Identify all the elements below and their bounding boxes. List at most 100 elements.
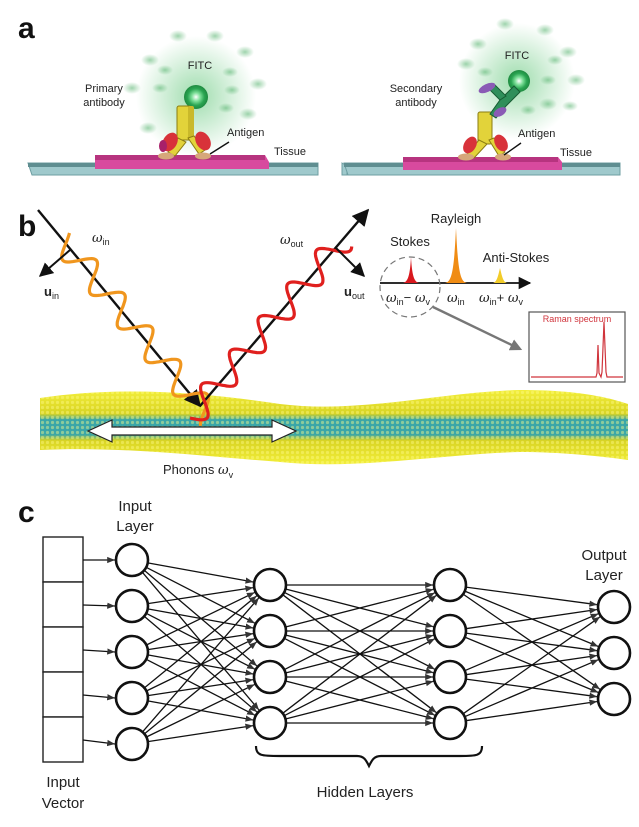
input-arrow — [82, 694, 116, 701]
antibody-y-left — [159, 105, 211, 157]
output-node — [596, 589, 632, 625]
hidden-layers-label: Hidden Layers — [317, 784, 414, 801]
hidden-node-1 — [252, 613, 288, 649]
fitc-label-right: FITC — [505, 50, 529, 62]
panel-b: b Phonons ωv ωin uin ωout uout — [18, 208, 628, 480]
input-vector-cell — [42, 581, 84, 628]
stokes-label: Stokes — [390, 234, 430, 249]
raman-spectrum-line — [531, 321, 623, 379]
input-arrow — [82, 648, 116, 655]
input-arrow — [82, 739, 116, 747]
connection-edge — [285, 588, 434, 628]
primary-antibody-label-2: antibody — [83, 97, 125, 109]
connection-edge — [146, 683, 255, 738]
input-vector-cell — [42, 716, 84, 763]
connection-edge — [146, 591, 255, 646]
rayleigh-label: Rayleigh — [431, 211, 482, 226]
stokes-highlight-circle — [379, 256, 441, 318]
connection-edge — [147, 562, 254, 584]
connection-edge — [464, 659, 599, 718]
input-vector-label-2: Vector — [42, 795, 85, 812]
phonon-double-arrow — [86, 419, 298, 443]
u-in-arrow — [38, 249, 71, 277]
antigen-label-right: Antigen — [518, 128, 555, 140]
panel-c: c Input Layer Output Layer Input Vector … — [18, 496, 632, 812]
hidden-node-2 — [432, 613, 468, 649]
outgoing-wave — [189, 246, 354, 422]
input-layer-label-1: Input — [118, 498, 152, 515]
raman-inset-title: Raman spectrum — [543, 314, 612, 324]
antigen-pointer-right — [503, 142, 522, 156]
antibody-secondary-right — [478, 82, 521, 119]
primary-antibody-label-1: Primary — [85, 83, 123, 95]
antigen-left-2 — [195, 152, 211, 160]
connection-edge — [285, 680, 434, 720]
scattering-spectrum — [379, 228, 532, 351]
tissue-label-left: Tissue — [274, 146, 306, 158]
output-node — [596, 635, 632, 671]
tissue-label-right: Tissue — [560, 147, 592, 159]
raman-spectrum-inset: Raman spectrum — [528, 311, 626, 383]
u-out-label: uout — [344, 284, 365, 301]
connection-edge — [147, 585, 254, 605]
input-arrow — [82, 602, 116, 609]
antigen-left-1 — [158, 152, 174, 160]
fitc-label-left: FITC — [188, 60, 212, 72]
connection-edge — [283, 638, 436, 717]
output-node — [596, 681, 632, 717]
fitc-fluorophore-left — [184, 85, 208, 109]
anti-stokes-peak — [493, 268, 507, 283]
input-node — [114, 588, 150, 624]
secondary-antibody-label-2: antibody — [395, 97, 437, 109]
u-in-label: uin — [44, 284, 59, 301]
input-node — [114, 680, 150, 716]
connection-edge — [142, 597, 260, 733]
input-node — [114, 634, 150, 670]
connection-edge — [465, 607, 598, 630]
tick-stokes: ωin− ωv — [386, 290, 430, 307]
input-vector-cell — [42, 671, 84, 718]
connection-edge — [143, 595, 258, 689]
omega-out-label: ωout — [280, 233, 304, 249]
neural-network — [42, 536, 632, 763]
tick-rayleigh: ωin — [447, 291, 465, 307]
hidden-node-1 — [252, 567, 288, 603]
connection-edge — [462, 616, 601, 715]
input-node — [114, 542, 150, 578]
tick-anti-stokes: ωin+ ωv — [479, 290, 523, 307]
u-out-arrow — [335, 247, 365, 277]
antigen-pointer-left — [209, 141, 230, 155]
hidden-node-2 — [432, 705, 468, 741]
incoming-wave — [60, 232, 211, 427]
omega-in-label: ωin — [92, 231, 110, 247]
hidden-node-1 — [252, 705, 288, 741]
panel-a: a — [18, 12, 621, 176]
lattice-2d-material — [40, 390, 628, 465]
connection-edge — [465, 699, 598, 722]
zoom-arrow-to-inset — [432, 305, 523, 351]
input-vector-cell — [42, 626, 84, 673]
input-vector-label-1: Input — [46, 774, 80, 791]
input-node — [114, 726, 150, 762]
panel-letter-b: b — [18, 210, 36, 243]
antibody-y-primary-right — [463, 111, 508, 159]
phonons-label: Phonons ωv — [163, 462, 234, 480]
panel-letter-c: c — [18, 496, 35, 529]
input-layer-label-2: Layer — [116, 518, 154, 535]
hidden-layers-brace — [254, 745, 484, 769]
connection-edge — [282, 594, 437, 714]
stokes-peak — [403, 257, 419, 283]
panel-letter-a: a — [18, 12, 35, 45]
hidden-node-2 — [432, 659, 468, 695]
hidden-node-2 — [432, 567, 468, 603]
outgoing-beam-arrow — [199, 208, 370, 407]
antigen-label-left: Antigen — [227, 127, 264, 139]
secondary-antibody-label-1: Secondary — [390, 83, 443, 95]
connection-edge — [465, 586, 598, 607]
connection-edge — [143, 641, 258, 735]
primary-antibody-illustration — [27, 30, 319, 176]
output-layer-label-2: Layer — [585, 567, 623, 584]
output-layer-label-1: Output — [581, 547, 627, 564]
connection-edge — [147, 723, 254, 743]
